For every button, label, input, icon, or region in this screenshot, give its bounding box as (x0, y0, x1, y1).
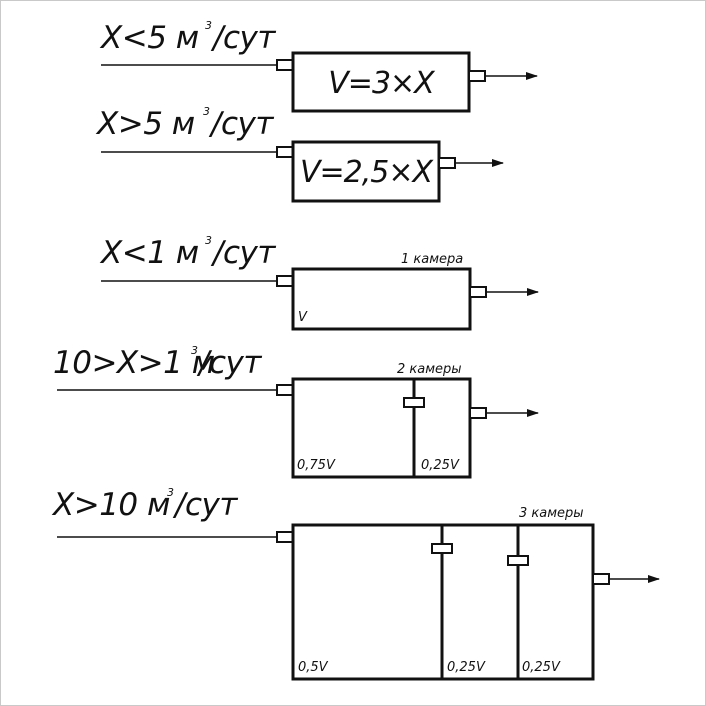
row-4-tank (291, 377, 472, 479)
row-5-overflow-pipe-1 (431, 543, 453, 554)
row-5-inlet-pipe (276, 531, 294, 543)
row-5-outlet-pipe (592, 573, 610, 585)
row-4-inlet-pipe (276, 384, 294, 396)
row-1-formula: V=3×X (328, 66, 436, 101)
row-4-overflow-pipe-1 (403, 397, 425, 408)
row-2-unit-exponent: 3 (203, 105, 210, 118)
row-1-unit-exponent: 3 (205, 19, 212, 32)
row-3-unit: /сут (210, 235, 276, 271)
row-5-unit-exponent: 3 (167, 486, 174, 499)
row-2-tank (291, 140, 441, 203)
row-5-volume-1: 0,5V (298, 660, 329, 675)
row-4-unit-exponent: 3 (191, 344, 198, 357)
row-5-condition: X>10 м (51, 487, 170, 523)
row-2-formula: V=2,5×X (300, 155, 435, 190)
row-3-inlet-pipe (276, 275, 294, 287)
row-4-chambers-label: 2 камеры (397, 362, 462, 377)
row-3: X<1 м 3 /сут 1 камера V (99, 234, 539, 331)
row-3-chambers-label: 1 камера (401, 252, 463, 267)
row-4-unit: /сут (196, 345, 262, 381)
row-3-condition: X<1 м (99, 235, 199, 271)
row-5: X>10 м 3 /сут 3 камеры 0,5V 0,25V 0,25V (51, 486, 660, 681)
row-2: X>5 м 3 /сут V=2,5×X (95, 105, 504, 203)
row-4-outlet-pipe (469, 407, 487, 419)
row-3-unit-exponent: 3 (205, 234, 212, 247)
row-4: 10>X>1 м 3 /сут 2 камеры 0,75V 0,25V (53, 344, 539, 479)
row-4-volume-2: 0,25V (421, 458, 460, 473)
row-5-chambers-label: 3 камеры (519, 506, 584, 521)
row-1: X<5 м 3 /сут V=3×X (99, 19, 538, 113)
row-1-unit: /сут (210, 20, 276, 56)
row-3-volume-1: V (298, 310, 308, 325)
row-4-volume-1: 0,75V (297, 458, 336, 473)
row-5-volume-2: 0,25V (447, 660, 486, 675)
row-2-inlet-pipe (276, 146, 294, 158)
row-1-condition: X<5 м (99, 20, 199, 56)
row-3-tank (291, 267, 472, 331)
row-1-outlet-pipe (468, 70, 486, 82)
row-2-condition: X>5 м (95, 106, 195, 142)
row-2-unit: /сут (208, 106, 274, 142)
row-5-unit: /сут (172, 487, 238, 523)
row-5-overflow-pipe-2 (507, 555, 529, 566)
row-1-inlet-pipe (276, 59, 294, 71)
row-2-outlet-pipe (438, 157, 456, 169)
row-3-outlet-pipe (469, 286, 487, 298)
row-4-condition: 10>X>1 м (53, 345, 215, 381)
row-5-volume-3: 0,25V (522, 660, 561, 675)
